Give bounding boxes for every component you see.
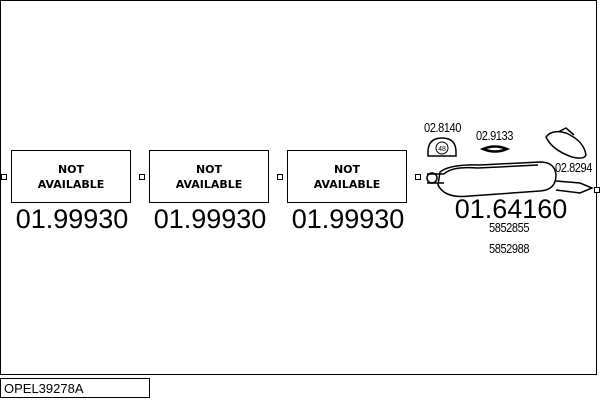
box-text: AVAILABLE [313,177,381,191]
box-text: AVAILABLE [37,177,105,191]
rubber-part-number: 02.9133 [476,128,513,143]
clamp-icon [427,137,457,157]
box-text: AVAILABLE [175,177,243,191]
oem-number: 5852855 [489,220,530,235]
connector-marker [277,174,283,180]
box-text: NOT [333,162,361,176]
clamp-size: 48 [438,146,446,153]
rubber-mount-icon [479,145,511,153]
muffler-body [437,161,557,198]
rear-muffler-number: 01.64160 [454,194,568,224]
connector-marker [415,174,421,180]
clamp-part-number: 02.8140 [424,120,461,135]
oem-number: 5852988 [489,241,530,256]
tailpipe [555,180,594,194]
diagram-code: OPEL39278A [0,378,150,398]
gasket-part-number: 02.8294 [555,160,592,175]
part-number: 01.99930 [291,204,405,234]
box-text: NOT [195,162,223,176]
box-text: NOT [57,162,85,176]
part-number: 01.99930 [153,204,267,234]
part-number: 01.99930 [15,204,129,234]
connector-marker [139,174,145,180]
connector-marker [1,174,7,180]
gasket-icon [545,130,587,159]
